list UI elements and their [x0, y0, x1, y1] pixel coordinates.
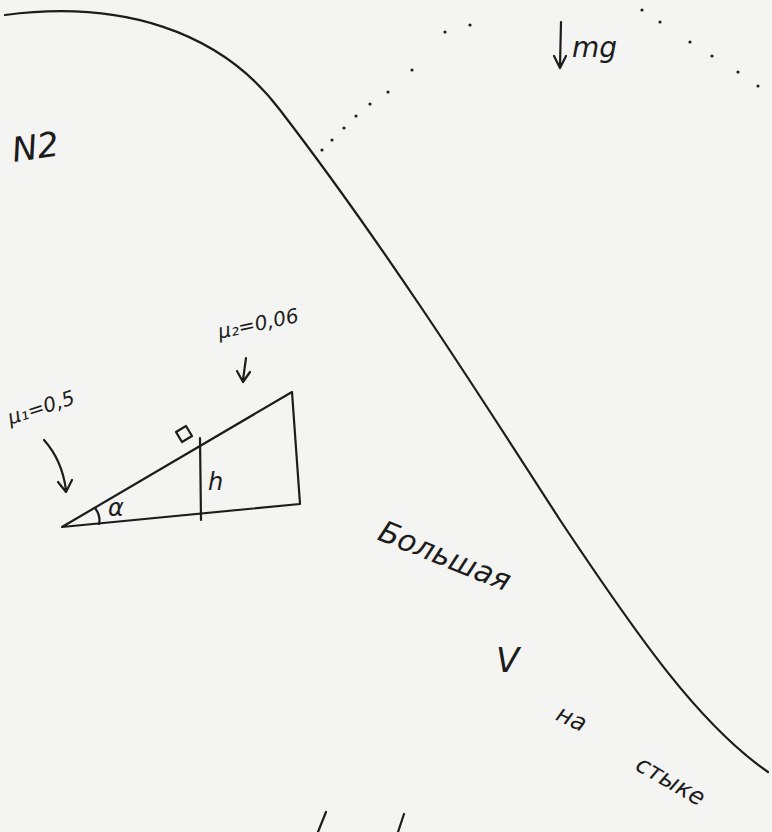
- handwritten-label: стыке: [632, 752, 709, 810]
- handwritten-label: μ₂=0,06: [216, 305, 300, 342]
- handwritten-label: Большая: [374, 516, 515, 596]
- angle-arc: [95, 508, 100, 524]
- dots: [320, 8, 759, 151]
- curve-line: [5, 11, 768, 772]
- mu1-arrow: [44, 440, 72, 492]
- handwritten-label: N2: [10, 127, 61, 167]
- height-line: [200, 438, 201, 520]
- mu2-arrow: [237, 358, 250, 382]
- handwritten-label: μ₁=0,5: [5, 387, 77, 427]
- handwritten-label: на: [553, 701, 591, 736]
- incline-triangle: [62, 392, 300, 527]
- pen-mark: [318, 812, 404, 832]
- handwritten-label: mg: [572, 34, 617, 62]
- handwritten-label: h: [208, 470, 223, 494]
- block-square: [176, 426, 192, 442]
- handwritten-label: α: [108, 496, 124, 520]
- mg-arrow: [554, 22, 566, 68]
- handwritten-label: V: [496, 643, 519, 677]
